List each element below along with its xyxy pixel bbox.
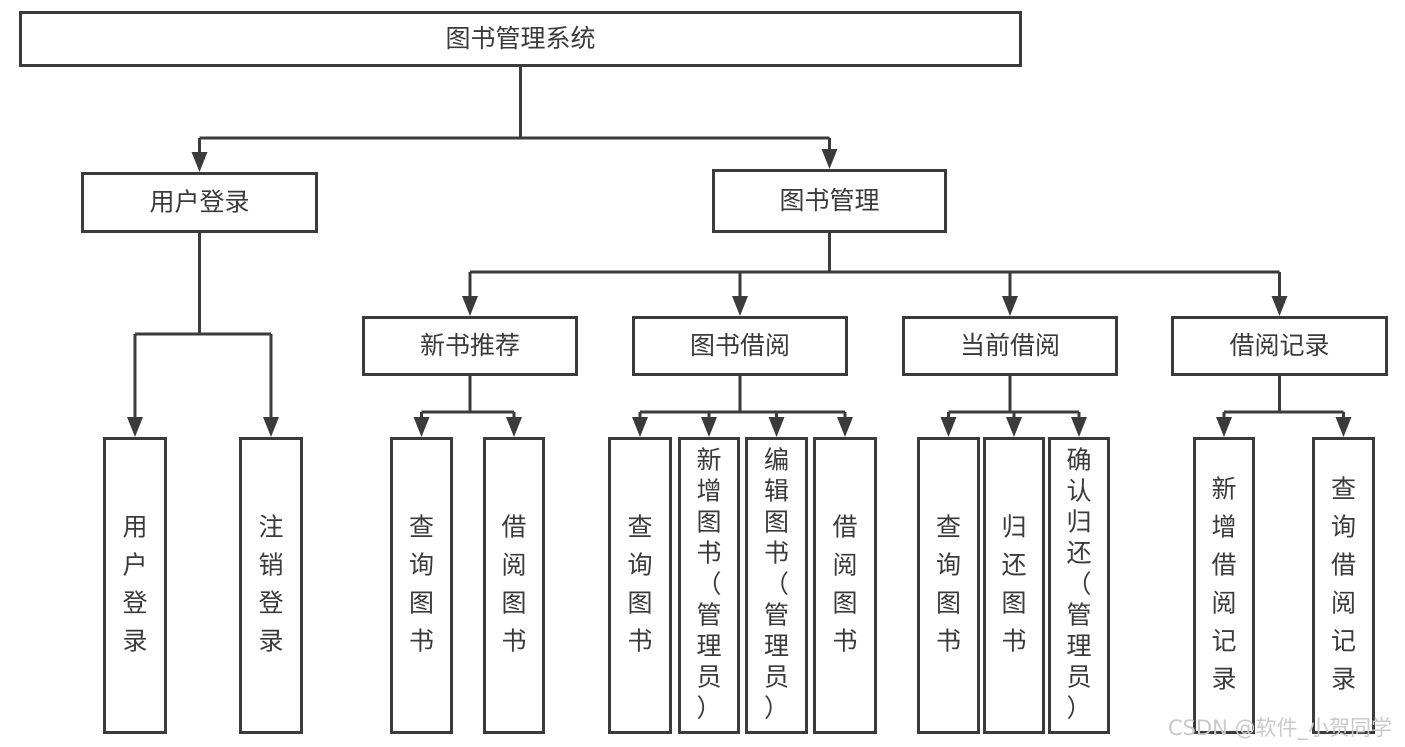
node-box[interactable]	[712, 169, 947, 233]
node-label: 新增借阅记录	[1211, 475, 1236, 694]
arrow-head-icon	[1216, 417, 1232, 437]
arrow-head-icon	[940, 417, 957, 437]
node-box[interactable]	[983, 437, 1045, 734]
node-book-manage[interactable]: 图书管理	[712, 169, 947, 233]
node-book-borrow[interactable]: 图书借阅	[632, 316, 848, 376]
node-box[interactable]	[483, 437, 545, 734]
node-leaf-confirm-return[interactable]: 确认归还（管理员）	[1048, 437, 1110, 734]
node-label: 新书推荐	[420, 331, 520, 360]
connector-group-user-login	[127, 233, 279, 437]
connector-group-borrow-record	[1216, 376, 1352, 437]
node-root[interactable]: 图书管理系统	[19, 11, 1022, 67]
arrow-head-icon	[127, 417, 143, 437]
node-label: 借阅图书	[832, 513, 857, 656]
node-leaf-add-book[interactable]: 新增图书（管理员）	[678, 437, 740, 734]
node-label: 当前借阅	[960, 331, 1060, 360]
connector-group-book-borrow	[632, 376, 853, 437]
node-box[interactable]	[917, 437, 980, 734]
node-box[interactable]	[1048, 437, 1110, 734]
node-user-login[interactable]: 用户登录	[81, 172, 318, 233]
node-label: 借阅记录	[1229, 331, 1329, 360]
node-label: 编辑图书（管理员）	[764, 446, 789, 723]
arrow-head-icon	[413, 417, 430, 437]
arrow-head-icon	[732, 296, 748, 316]
node-leaf-add-record[interactable]: 新增借阅记录	[1193, 437, 1255, 734]
arrow-head-icon	[701, 417, 717, 437]
node-label: 查询图书	[409, 513, 434, 656]
node-box[interactable]	[608, 437, 672, 734]
node-box[interactable]	[362, 316, 578, 376]
node-current-borrow[interactable]: 当前借阅	[902, 316, 1118, 376]
node-borrow-record[interactable]: 借阅记录	[1171, 316, 1388, 376]
csdn-watermark: CSDN @软件_小贺同学	[1168, 716, 1392, 741]
node-box[interactable]	[632, 316, 848, 376]
node-label: 借阅图书	[501, 513, 526, 656]
node-leaf-query-book-2[interactable]: 查询图书	[608, 437, 672, 734]
node-label: 归还图书	[1001, 513, 1026, 656]
node-leaf-query-book-3[interactable]: 查询图书	[917, 437, 980, 734]
arrow-head-icon	[821, 149, 838, 169]
arrow-head-icon	[462, 296, 478, 316]
node-leaf-borrow-book-2[interactable]: 借阅图书	[813, 437, 877, 734]
node-box[interactable]	[1312, 437, 1375, 734]
node-leaf-user-login[interactable]: 用户登录	[103, 437, 167, 734]
node-label: 图书管理	[779, 186, 879, 215]
arrow-head-icon	[768, 417, 785, 437]
node-leaf-return-book[interactable]: 归还图书	[983, 437, 1045, 734]
node-box[interactable]	[390, 437, 453, 734]
node-label: 查询借阅记录	[1331, 475, 1356, 694]
connector-group-book-manage	[462, 233, 1288, 316]
node-box[interactable]	[745, 437, 808, 734]
node-box[interactable]	[239, 437, 303, 734]
node-leaf-query-book-1[interactable]: 查询图书	[390, 437, 453, 734]
node-box[interactable]	[902, 316, 1118, 376]
node-leaf-borrow-book-1[interactable]: 借阅图书	[483, 437, 545, 734]
node-leaf-query-record[interactable]: 查询借阅记录	[1312, 437, 1375, 734]
arrow-head-icon	[632, 417, 648, 437]
arrow-head-icon	[1335, 417, 1352, 437]
node-box[interactable]	[678, 437, 740, 734]
node-label: 图书管理系统	[445, 24, 595, 53]
node-box[interactable]	[813, 437, 877, 734]
arrow-head-icon	[1002, 296, 1018, 316]
node-box[interactable]	[103, 437, 167, 734]
node-leaf-edit-book[interactable]: 编辑图书（管理员）	[745, 437, 808, 734]
node-box[interactable]	[19, 11, 1022, 67]
connector-group-new-book-recommend	[413, 376, 522, 437]
arrow-head-icon	[1271, 296, 1288, 316]
arrow-head-icon	[1071, 417, 1087, 437]
arrow-head-icon	[837, 417, 853, 437]
node-label: 查询图书	[627, 513, 652, 656]
node-label: 查询图书	[936, 513, 961, 656]
node-label: 新增图书（管理员）	[696, 446, 721, 723]
node-label: 图书借阅	[690, 331, 790, 360]
node-box[interactable]	[1193, 437, 1255, 734]
node-leaf-user-logout[interactable]: 注销登录	[239, 437, 303, 734]
connector-group-current-borrow	[940, 376, 1087, 437]
arrow-head-icon	[1006, 417, 1022, 437]
node-label: 确认归还（管理员）	[1066, 446, 1091, 723]
connector-layer	[127, 67, 1352, 437]
arrow-head-icon	[191, 152, 208, 172]
arrow-head-icon	[263, 417, 279, 437]
node-box[interactable]	[81, 172, 318, 233]
node-label: 注销登录	[258, 513, 283, 656]
connector-group-root	[191, 67, 838, 172]
node-box[interactable]	[1171, 316, 1388, 376]
node-label: 用户登录	[149, 188, 249, 217]
node-layer: 图书管理系统用户登录图书管理新书推荐图书借阅当前借阅借阅记录用户登录注销登录查询…	[19, 11, 1388, 734]
node-label: 用户登录	[122, 513, 147, 656]
node-new-book-recommend[interactable]: 新书推荐	[362, 316, 578, 376]
arrow-head-icon	[506, 417, 522, 437]
